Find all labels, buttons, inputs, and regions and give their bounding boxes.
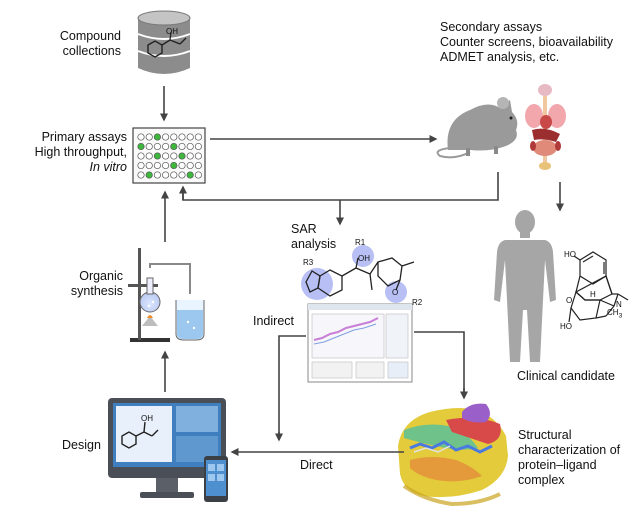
plate-well bbox=[137, 161, 145, 170]
plate-well bbox=[162, 161, 170, 170]
synthesis-apparatus-icon bbox=[128, 248, 205, 342]
morphine-ch: CH bbox=[607, 308, 619, 317]
morphine-n: N bbox=[616, 300, 622, 309]
plate-well bbox=[178, 171, 186, 179]
mouse-icon bbox=[436, 97, 518, 159]
secondary-assays-label: Secondary assays Counter screens, bioava… bbox=[440, 20, 613, 65]
direct-label: Direct bbox=[300, 458, 333, 472]
design-label: Design bbox=[62, 438, 101, 452]
plate-well bbox=[145, 161, 153, 170]
computer-monitor-icon bbox=[108, 398, 226, 498]
sar-software-screenshot bbox=[307, 303, 413, 383]
sar-molecule bbox=[301, 245, 415, 303]
plate-well bbox=[145, 152, 153, 160]
sar-line1: SAR bbox=[291, 222, 317, 236]
organic-synthesis-line1: Organic bbox=[79, 269, 123, 283]
morphine-o: O bbox=[566, 296, 573, 305]
organs-icon bbox=[525, 84, 566, 170]
structural-line4: complex bbox=[518, 473, 565, 487]
plate-well bbox=[145, 142, 153, 151]
structural-line2: characterization of bbox=[518, 443, 621, 457]
morphine-ho-top: HO bbox=[564, 250, 576, 259]
plate-well bbox=[194, 171, 202, 179]
clinical-candidate-label: Clinical candidate bbox=[517, 369, 615, 383]
compound-collections-line2: collections bbox=[62, 44, 121, 58]
plate-well bbox=[178, 152, 186, 160]
plate-well bbox=[153, 161, 161, 170]
structural-characterization-label: Structural characterization of protein–l… bbox=[518, 428, 620, 488]
morphine-ho-bottom: HO bbox=[560, 322, 572, 331]
plate-well bbox=[162, 152, 170, 160]
morphine-ch3: CH3 bbox=[607, 308, 622, 321]
plate-well bbox=[178, 161, 186, 170]
well-plate-icon bbox=[132, 127, 206, 184]
plate-well bbox=[145, 133, 153, 141]
plate-well bbox=[186, 152, 194, 160]
plate-well bbox=[186, 133, 194, 141]
plate-well bbox=[186, 161, 194, 170]
plate-well bbox=[170, 133, 178, 141]
plate-well bbox=[153, 142, 161, 151]
plate-well bbox=[137, 171, 145, 179]
organic-synthesis-line2: synthesis bbox=[70, 284, 123, 298]
smartphone-icon bbox=[204, 456, 228, 502]
primary-assays-line1: Primary assays bbox=[41, 130, 127, 144]
protein-ligand-complex-icon bbox=[398, 403, 508, 507]
structural-line1: Structural bbox=[518, 428, 572, 442]
plate-well bbox=[194, 133, 202, 141]
sar-oh-label: OH bbox=[358, 254, 370, 263]
sar-analysis-label: SAR analysis bbox=[291, 222, 336, 252]
secondary-assays-line2: Counter screens, bioavailability bbox=[440, 35, 614, 49]
plate-well bbox=[153, 152, 161, 160]
sar-r2-label: R2 bbox=[412, 298, 423, 307]
plate-well bbox=[170, 171, 178, 179]
sar-o-label: O bbox=[392, 288, 399, 297]
plate-well bbox=[137, 152, 145, 160]
human-silhouette-icon bbox=[494, 210, 556, 362]
morphine-ch3-sub: 3 bbox=[618, 312, 623, 320]
sar-r1-label: R1 bbox=[355, 238, 366, 247]
plate-well bbox=[194, 152, 202, 160]
plate-well bbox=[137, 133, 145, 141]
organic-synthesis-label: Organic synthesis bbox=[71, 269, 123, 299]
plate-well bbox=[178, 142, 186, 151]
plate-well bbox=[137, 142, 145, 151]
compound-collections-line1: Compound bbox=[59, 29, 121, 43]
plate-well bbox=[162, 142, 170, 151]
plate-well bbox=[186, 171, 194, 179]
plate-well bbox=[153, 171, 161, 179]
sar-r3-label: R3 bbox=[303, 258, 314, 267]
database-oh-label: OH bbox=[166, 27, 178, 36]
structural-line3: protein–ligand bbox=[518, 458, 597, 472]
primary-assays-line2: High throughput, bbox=[34, 145, 127, 159]
sar-line2: analysis bbox=[291, 237, 337, 251]
morphine-structure bbox=[568, 251, 629, 323]
database-icon bbox=[137, 10, 191, 74]
plate-well bbox=[162, 171, 170, 179]
plate-well bbox=[194, 142, 202, 151]
plate-well bbox=[145, 171, 153, 179]
plate-well bbox=[153, 133, 161, 141]
morphine-h: H bbox=[590, 290, 596, 299]
primary-assays-label: Primary assays High throughput, In vitro bbox=[35, 130, 127, 175]
secondary-assays-line1: Secondary assays bbox=[440, 20, 543, 34]
compound-collections-label: Compound collections bbox=[60, 29, 121, 59]
plate-well bbox=[170, 161, 178, 170]
plate-well bbox=[186, 142, 194, 151]
plate-well bbox=[170, 142, 178, 151]
indirect-label: Indirect bbox=[253, 314, 294, 328]
plate-well bbox=[162, 133, 170, 141]
plate-well bbox=[178, 133, 186, 141]
primary-assays-line3: In vitro bbox=[89, 160, 127, 174]
secondary-assays-line3: ADMET analysis, etc. bbox=[440, 50, 560, 64]
flow-arrows bbox=[160, 86, 564, 456]
design-oh-label: OH bbox=[141, 414, 153, 423]
plate-well bbox=[170, 152, 178, 160]
plate-well bbox=[194, 161, 202, 170]
